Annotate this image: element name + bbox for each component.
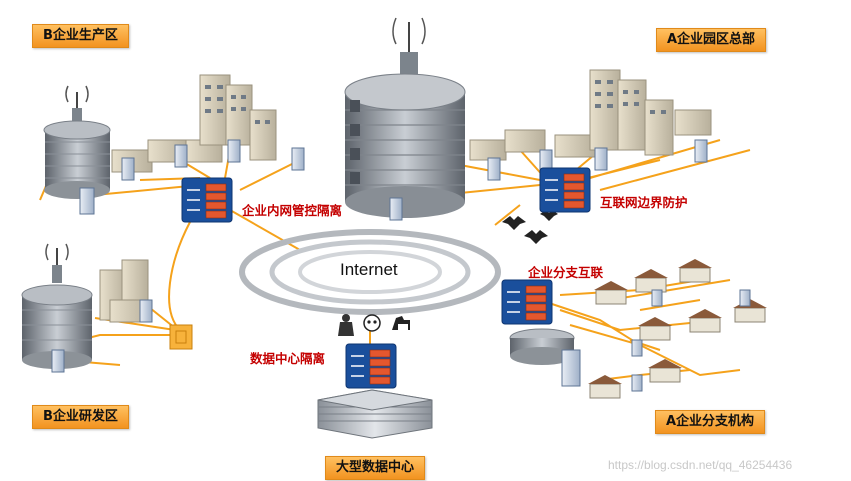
antenna-icon xyxy=(65,85,89,126)
router-icon xyxy=(169,324,193,350)
firewall-icon xyxy=(539,167,591,213)
region-label-b-production: B企业生产区 xyxy=(32,24,129,48)
firewall-label-datacenter: 数据中心隔离 xyxy=(250,351,326,366)
region-label-b-rnd: B企业研发区 xyxy=(32,405,129,429)
hq-main-tower xyxy=(344,17,466,221)
firewall-label-intranet: 企业内网管控隔离 xyxy=(242,203,343,218)
firewall-icon xyxy=(501,279,553,325)
firewall-icon xyxy=(181,177,233,223)
a-branches-cluster xyxy=(509,259,767,399)
region-label-a-branches: A企业分支机构 xyxy=(655,410,766,434)
region-label-a-headquarters: A企业园区总部 xyxy=(656,28,767,52)
b-production-cluster xyxy=(43,74,305,215)
antenna-icon xyxy=(392,17,426,80)
hacker-icon xyxy=(338,314,354,336)
datacenter-building xyxy=(317,389,433,439)
firewall-label-border: 互联网边界防护 xyxy=(600,195,688,210)
bat-icon xyxy=(502,210,558,244)
antenna-icon xyxy=(45,243,69,283)
attacker-icons xyxy=(338,210,558,336)
trojan-horse-icon xyxy=(392,316,410,330)
a-headquarters-cluster xyxy=(469,69,712,181)
firewall-label-branch: 企业分支互联 xyxy=(528,265,604,280)
firewall-icon xyxy=(345,343,397,389)
internet-cloud xyxy=(239,229,501,315)
internet-label: Internet xyxy=(340,260,398,279)
region-label-datacenter: 大型数据中心 xyxy=(325,456,426,480)
network-links xyxy=(39,139,751,381)
watermark-url: https://blog.csdn.net/qq_46254436 xyxy=(608,458,793,472)
skull-icon xyxy=(363,314,381,332)
b-rnd-cluster xyxy=(21,243,193,373)
